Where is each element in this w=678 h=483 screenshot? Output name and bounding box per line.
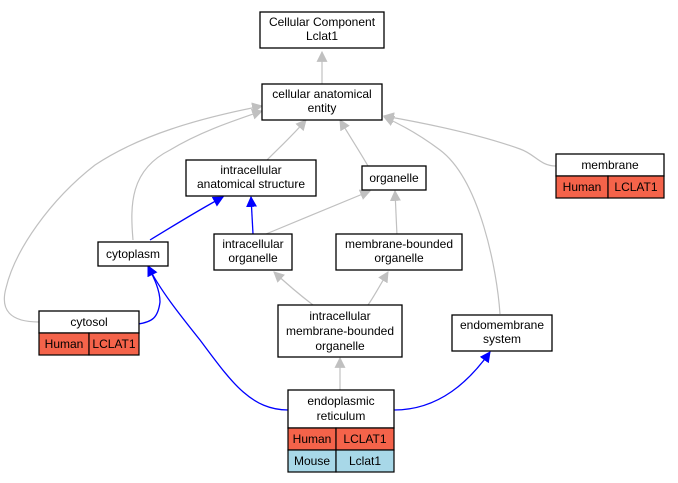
node-intracellular-anatomical-structure: intracellular anatomical structure xyxy=(185,159,317,197)
node-label-line: reticulum xyxy=(317,409,366,423)
node-label-line: intracellular xyxy=(222,237,283,251)
node-endomembrane-system: endomembrane system xyxy=(451,314,553,352)
node-label-line: organelle xyxy=(374,251,424,265)
annotation-gene: LCLAT1 xyxy=(343,432,386,446)
edge-membrane-to-cae xyxy=(382,112,557,167)
node-label-line: organelle xyxy=(315,339,365,353)
node-label-line: cytosol xyxy=(70,315,107,329)
annotation-species: Mouse xyxy=(294,454,330,468)
annotation-gene-cell xyxy=(607,175,665,199)
node-cytosol: cytosol Human LCLAT1 xyxy=(38,310,140,356)
node-membrane: membrane Human LCLAT1 xyxy=(555,153,665,199)
edge-cytosol-to-cae xyxy=(3,102,264,323)
edge-io-to-organelle xyxy=(265,189,372,235)
annotation-species: Human xyxy=(293,432,332,446)
node-label-line: endomembrane xyxy=(460,318,544,332)
node-label-line: Lclat1 xyxy=(306,29,338,43)
edge-er-to-cytoplasm xyxy=(147,265,289,411)
annotation-gene: LCLAT1 xyxy=(92,337,135,351)
edge-cytoplasm-to-cae xyxy=(131,109,264,241)
edge-ems-to-cae xyxy=(382,115,501,315)
node-intracellular-membrane-bounded-organelle: intracellular membrane-bounded organelle xyxy=(277,304,403,358)
node-label-line: membrane-bounded xyxy=(286,324,394,338)
annotation-species: Human xyxy=(45,337,84,351)
node-label-line: membrane xyxy=(581,158,639,172)
edge-io-to-ias xyxy=(246,195,258,235)
edge-cytosol-to-cytoplasm xyxy=(137,265,161,325)
edges xyxy=(3,50,557,411)
node-label-line: system xyxy=(483,332,521,346)
node-label-line: cellular anatomical xyxy=(272,87,371,101)
node-label-line: anatomical structure xyxy=(197,177,305,191)
node-label-line: organelle xyxy=(369,171,419,185)
annotation-gene: Lclat1 xyxy=(349,454,381,468)
edge-imbo-to-io xyxy=(273,271,314,306)
node-label-line: intracellular xyxy=(220,163,281,177)
edge-er-to-ems xyxy=(393,351,491,411)
node-label-line: Cellular Component xyxy=(269,15,376,29)
node-label-line: endoplasmic xyxy=(307,394,374,408)
node-label-line: organelle xyxy=(228,251,278,265)
node-label-line: membrane-bounded xyxy=(345,237,453,251)
edge-cytoplasm-to-ias xyxy=(149,196,224,241)
node-organelle: organelle xyxy=(361,165,427,191)
annotation-species: Human xyxy=(563,180,602,194)
node-label-line: entity xyxy=(308,101,337,115)
node-cytoplasm: cytoplasm xyxy=(97,241,169,267)
edge-imbo-to-mbo xyxy=(367,271,389,306)
annotation-gene: LCLAT1 xyxy=(614,180,657,194)
node-cellular-component: Cellular Component Lclat1 xyxy=(259,11,385,49)
node-cellular-anatomical-entity: cellular anatomical entity xyxy=(261,83,383,121)
edge-ias-to-cae xyxy=(266,119,307,161)
node-membrane-bounded-organelle: membrane-bounded organelle xyxy=(335,233,463,271)
edge-organelle-to-cae xyxy=(339,119,369,167)
node-endoplasmic-reticulum: endoplasmic reticulum Human LCLAT1 Mouse… xyxy=(287,389,395,473)
annotation-gene-cell xyxy=(88,332,140,356)
node-intracellular-organelle: intracellular organelle xyxy=(213,233,293,271)
node-label-line: cytoplasm xyxy=(106,247,160,261)
edge-mbo-to-organelle xyxy=(389,189,401,237)
node-label-line: intracellular xyxy=(309,309,370,323)
annotation-gene-cell xyxy=(335,449,395,473)
